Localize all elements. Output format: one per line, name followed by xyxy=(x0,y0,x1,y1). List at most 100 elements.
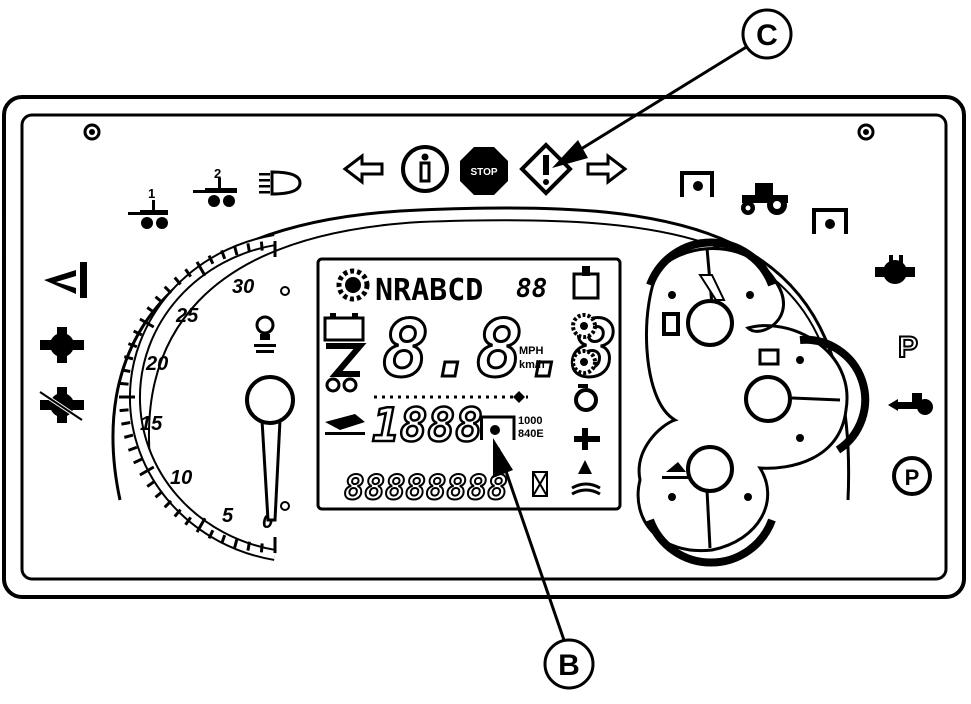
right-turn-indicator-icon xyxy=(586,152,628,186)
callout-c-label: C xyxy=(756,19,778,52)
reverse-tractor-icon xyxy=(888,393,933,415)
water-in-fuel-icon xyxy=(571,460,601,496)
temperature-gauge xyxy=(744,335,870,454)
air-filter-icon xyxy=(574,384,598,412)
fuel-level-icon xyxy=(572,266,600,300)
wheel-pair-icon xyxy=(325,377,358,393)
trailer-2-label: 2 xyxy=(214,166,221,181)
speedometer-tick xyxy=(163,499,173,509)
lcd-mid-unit-1: 1000 xyxy=(518,415,542,427)
callout-b-label: B xyxy=(558,649,580,682)
speedometer-tick xyxy=(123,355,134,361)
speed-tick-5: 5 xyxy=(222,505,234,527)
right-gauge-cluster xyxy=(636,238,870,567)
lcd-top-digits: 88 xyxy=(516,274,547,304)
callout-c-circle xyxy=(741,8,793,60)
speedometer-tick xyxy=(163,285,173,295)
pto-icon xyxy=(40,327,84,363)
dashboard-arch xyxy=(111,206,851,501)
pto-lcd-icon xyxy=(574,428,600,450)
speedometer-tick xyxy=(220,249,227,260)
fuel-gauge xyxy=(646,238,776,347)
speedometer-tick xyxy=(146,480,156,488)
callout-b-circle xyxy=(543,638,595,690)
speedometer-tick xyxy=(146,306,156,314)
mounting-screw-left xyxy=(83,123,101,141)
trailer-1-label: 1 xyxy=(148,186,155,201)
speedometer-tick xyxy=(233,538,239,549)
speedometer-tick xyxy=(154,490,164,499)
headlight-icon xyxy=(259,170,302,196)
park-brake-icon: P xyxy=(892,456,932,496)
coolant-temperature-icon xyxy=(44,262,87,298)
transmission-oil-icon xyxy=(875,255,915,284)
def-level-gauge xyxy=(646,445,776,567)
speedometer-tick xyxy=(233,245,239,256)
speedometer-tick xyxy=(246,243,251,253)
speedometer-tick xyxy=(184,516,192,526)
speedometer-tick xyxy=(207,529,215,540)
lcd-checkbox-icon xyxy=(532,471,548,497)
callout-c-leader xyxy=(559,44,749,164)
speedometer-tick xyxy=(184,268,192,278)
callout-b: B xyxy=(493,438,595,690)
lcd-bottom-digits: 88888888 xyxy=(344,468,508,508)
speedometer-tick xyxy=(173,276,182,286)
stop-warning-icon: STOP xyxy=(460,147,508,195)
battery-icon xyxy=(323,313,365,342)
speedometer-tick xyxy=(195,517,207,533)
mounting-screw-right xyxy=(857,123,875,141)
front-pto-icon xyxy=(680,171,714,197)
speed-tick-25: 25 xyxy=(175,305,199,327)
park-brake-letter: P xyxy=(905,465,920,490)
speedometer-tick xyxy=(207,254,215,265)
park-indicator-letter: P xyxy=(898,331,918,364)
callout-c-arrowhead xyxy=(552,140,588,168)
lcd-unit-kmh: km/h xyxy=(519,359,545,371)
speed-tick-0: 0 xyxy=(262,511,273,533)
lcd-top-text: NRABCD xyxy=(375,273,483,308)
callout-b-arrowhead xyxy=(493,438,513,478)
lcd-frame xyxy=(316,257,622,511)
implement-icon xyxy=(325,414,365,435)
lcd-pto-box-icon xyxy=(480,415,516,440)
speedometer-tick xyxy=(132,457,143,465)
speedometer-tick xyxy=(246,541,251,551)
lcd-mid-digits: 1888 xyxy=(372,398,483,452)
tractor-icon xyxy=(741,183,788,215)
callout-c: C xyxy=(552,8,793,168)
rear-pto-icon xyxy=(812,208,848,234)
lcd-display: NRABCD 88 8.8.8 MPH km/h xyxy=(316,257,622,511)
trailer-1-icon: 1 xyxy=(128,186,168,229)
speedometer-tick xyxy=(132,329,143,337)
engine-oil-pressure-icon xyxy=(254,315,276,353)
speedometer-tick xyxy=(119,381,129,386)
speedometer-tick xyxy=(139,465,155,477)
speedometer-tick xyxy=(123,433,134,439)
z-shift-icon xyxy=(326,343,367,377)
pto-off-icon xyxy=(38,387,84,423)
speedometer-tick xyxy=(259,241,264,251)
speed-tick-15: 15 xyxy=(140,413,163,435)
speed-tick-10: 10 xyxy=(170,467,192,489)
speedometer-tick xyxy=(139,317,155,329)
stop-warning-label: STOP xyxy=(470,167,497,178)
dashboard-arch-inner xyxy=(148,219,841,461)
engine-warning-gear-icon xyxy=(336,268,370,302)
speedometer-dot-30 xyxy=(280,286,290,296)
hydraulic-oil-gear-icon xyxy=(571,349,597,375)
left-turn-indicator-icon xyxy=(342,152,384,186)
speedometer-tick xyxy=(119,408,129,413)
speedometer-tick xyxy=(173,508,182,518)
speed-tick-30: 30 xyxy=(232,276,254,298)
speedometer-dot-0 xyxy=(280,501,290,511)
oil-drop-gear-icon xyxy=(571,313,597,339)
speedometer-tick xyxy=(121,368,131,373)
speedometer-tick xyxy=(195,261,207,277)
speedometer-tick xyxy=(127,342,138,349)
information-icon xyxy=(401,145,449,193)
speedometer-ticks xyxy=(119,241,277,553)
trailer-2-icon: 2 xyxy=(193,166,237,207)
speedometer: 30 25 20 15 10 5 0 xyxy=(119,234,295,561)
